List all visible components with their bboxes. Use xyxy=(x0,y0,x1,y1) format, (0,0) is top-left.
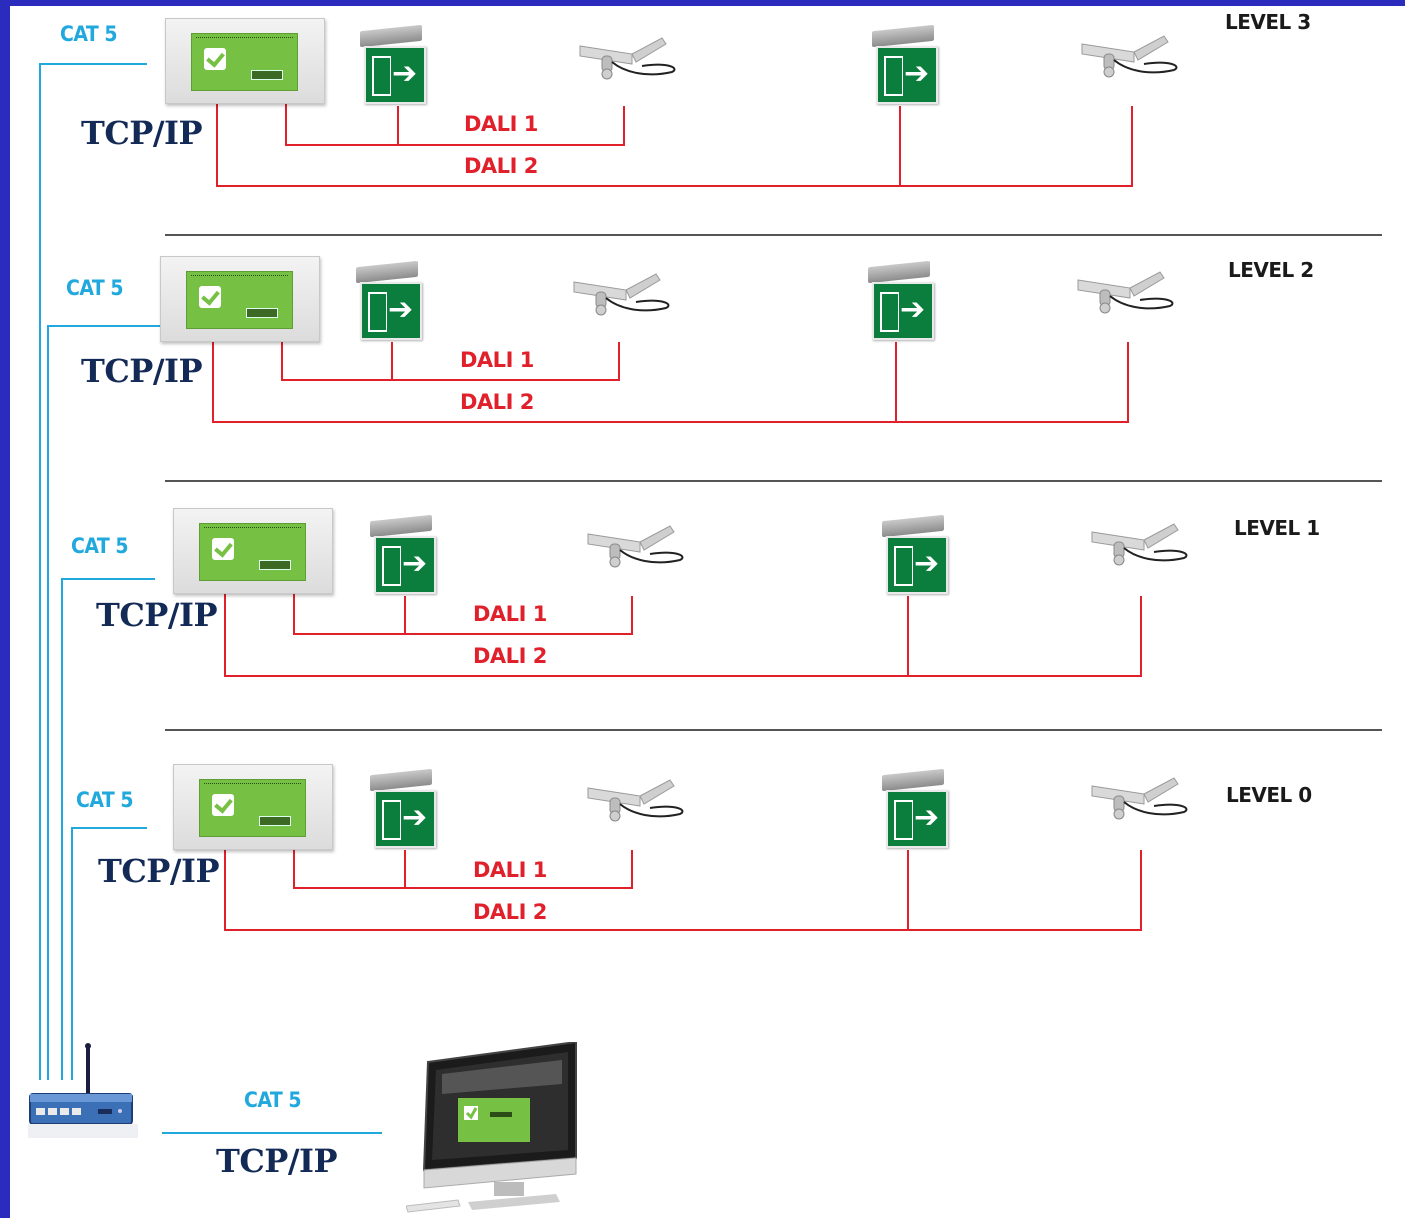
dali1-label: DALI 1 xyxy=(464,112,538,136)
emergency-lamp-icon xyxy=(570,268,674,328)
cat5-label: CAT 5 xyxy=(60,22,117,46)
dali2-label: DALI 2 xyxy=(460,390,534,414)
tcpip-label: TCP/IP xyxy=(216,1142,338,1180)
dali1-label: DALI 1 xyxy=(460,348,534,372)
tcpip-label: TCP/IP xyxy=(98,852,220,890)
level-label: LEVEL 2 xyxy=(1228,258,1314,282)
dali2-line-level1 xyxy=(224,594,1142,677)
cat5-label: CAT 5 xyxy=(66,276,123,300)
cat5-line-level1 xyxy=(61,578,155,1080)
cat5-line-level0 xyxy=(71,827,147,1080)
dali2-label: DALI 2 xyxy=(464,154,538,178)
cat5-line-level3 xyxy=(39,63,147,1080)
emergency-lamp-icon xyxy=(1088,518,1192,578)
checkmark-icon xyxy=(212,794,234,816)
cat5-line-level2 xyxy=(47,325,160,1080)
emergency-lamp-icon xyxy=(584,520,688,580)
checkmark-icon xyxy=(212,538,234,560)
emergency-lamp-icon xyxy=(1074,266,1178,326)
dali2-line-level2 xyxy=(212,340,1129,423)
exit-sign-icon: ➔ xyxy=(882,514,948,594)
cat5-label: CAT 5 xyxy=(244,1088,301,1112)
emergency-lamp-icon xyxy=(1088,772,1192,832)
controller-panel-icon xyxy=(165,18,325,104)
tcpip-label: TCP/IP xyxy=(81,114,203,152)
tcpip-label: TCP/IP xyxy=(81,352,203,390)
computer-monitor-icon xyxy=(405,1040,586,1218)
cat5-label: CAT 5 xyxy=(71,534,128,558)
dali2-label: DALI 2 xyxy=(473,900,547,924)
controller-panel-icon xyxy=(173,508,333,594)
dali2-line-level3 xyxy=(216,102,1133,187)
level-label: LEVEL 1 xyxy=(1234,516,1320,540)
dali1-label: DALI 1 xyxy=(473,858,547,882)
wiring-lines xyxy=(39,63,1382,1134)
dali1-line-level1 xyxy=(293,594,633,635)
level-label: LEVEL 0 xyxy=(1226,783,1312,807)
exit-sign-icon: ➔ xyxy=(882,768,948,848)
controller-panel-icon xyxy=(160,256,320,342)
controller-panel-icon xyxy=(173,764,333,850)
exit-sign-icon: ➔ xyxy=(370,514,436,594)
exit-sign-icon: ➔ xyxy=(360,24,426,104)
checkmark-icon xyxy=(199,286,221,308)
emergency-lamp-icon xyxy=(1078,30,1182,90)
diagram-canvas: CAT 5 TCP/IP LEVEL 3 DALI 1 DALI 2 ➔ ➔ C… xyxy=(10,6,1405,1218)
exit-sign-icon: ➔ xyxy=(370,768,436,848)
dali1-line-level2 xyxy=(281,340,620,381)
cat5-label: CAT 5 xyxy=(76,788,133,812)
network-router-icon xyxy=(28,1042,140,1142)
level-label: LEVEL 3 xyxy=(1225,10,1311,34)
checkmark-icon xyxy=(204,48,226,70)
dali2-line-level0 xyxy=(224,848,1142,931)
dali1-line-level3 xyxy=(285,102,625,146)
emergency-lamp-icon xyxy=(584,774,688,834)
dali1-label: DALI 1 xyxy=(473,602,547,626)
emergency-lamp-icon xyxy=(576,32,680,92)
dali2-label: DALI 2 xyxy=(473,644,547,668)
exit-sign-icon: ➔ xyxy=(356,260,422,340)
dali1-line-level0 xyxy=(293,848,633,889)
exit-sign-icon: ➔ xyxy=(868,260,934,340)
tcpip-label: TCP/IP xyxy=(96,596,218,634)
exit-sign-icon: ➔ xyxy=(872,24,938,104)
